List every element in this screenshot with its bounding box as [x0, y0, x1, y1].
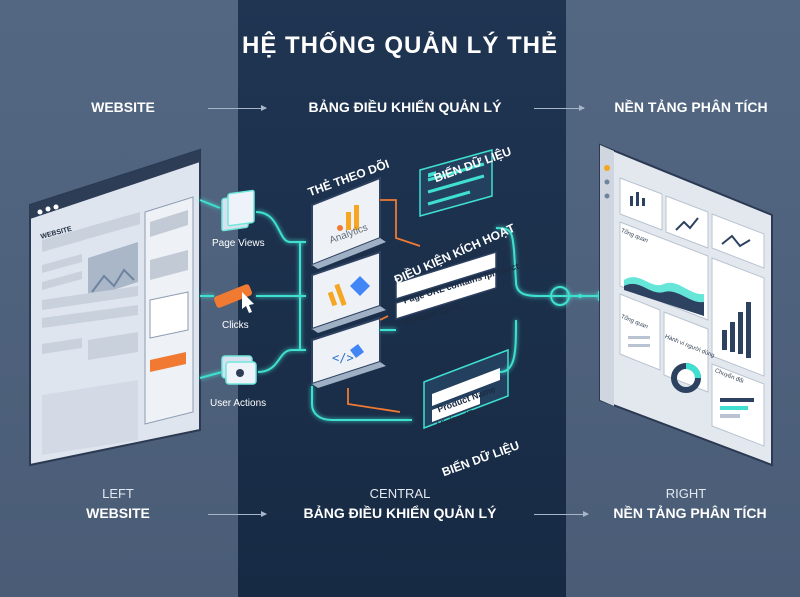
- variables-card-top: [419, 149, 493, 217]
- user-actions-icon-graphic: [221, 355, 257, 385]
- center-panel: [238, 0, 566, 597]
- variables-card-bottom: [423, 348, 509, 430]
- analytics-dashboard: [599, 143, 773, 467]
- bottom-sub-right: RIGHT: [665, 486, 707, 501]
- arrow-icon: [534, 105, 585, 111]
- center-flow-lines: [311, 227, 541, 421]
- user-actions-label: User Actions: [210, 398, 267, 409]
- bottom-sub-left: LEFT: [102, 486, 134, 501]
- bottom-sub-center: CENTRAL: [369, 486, 431, 501]
- header-dashboard: BẢNG ĐIỀU KHIỂN QUẢN LÝ: [308, 99, 502, 115]
- arrow-icon: [208, 511, 267, 517]
- page-views-label: Page Views: [212, 238, 265, 249]
- svg-text:</>: </>: [332, 351, 354, 365]
- bottom-header-website: WEBSITE: [86, 505, 150, 521]
- tracking-tags-stack: </>: [311, 176, 386, 388]
- clicks-icon-graphic: [214, 284, 254, 313]
- header-website: WEBSITE: [91, 99, 155, 115]
- bottom-header-analytics-platform: NỀN TẢNG PHÂN TÍCH: [613, 505, 767, 521]
- orange-flow-lines: [347, 199, 421, 413]
- arrow-icon: [534, 511, 589, 517]
- page-views-icon-graphic: [221, 189, 255, 232]
- website-to-inputs-lines: [199, 199, 223, 379]
- arrow-icon: [208, 105, 267, 111]
- clicks-label: Clicks: [222, 320, 249, 331]
- connector-node: [540, 286, 606, 306]
- header-analytics-platform: NỀN TẢNG PHÂN TÍCH: [614, 99, 768, 115]
- trigger-cards: [395, 250, 497, 321]
- inputs-to-center-lines: [255, 211, 306, 373]
- bottom-header-dashboard: BẢNG ĐIỀU KHIỂN QUẢN LÝ: [303, 505, 497, 521]
- page-title: HỆ THỐNG QUẢN LÝ THẺ: [241, 32, 558, 59]
- website-mock: [29, 148, 201, 467]
- image-placeholder-icon: [88, 242, 138, 298]
